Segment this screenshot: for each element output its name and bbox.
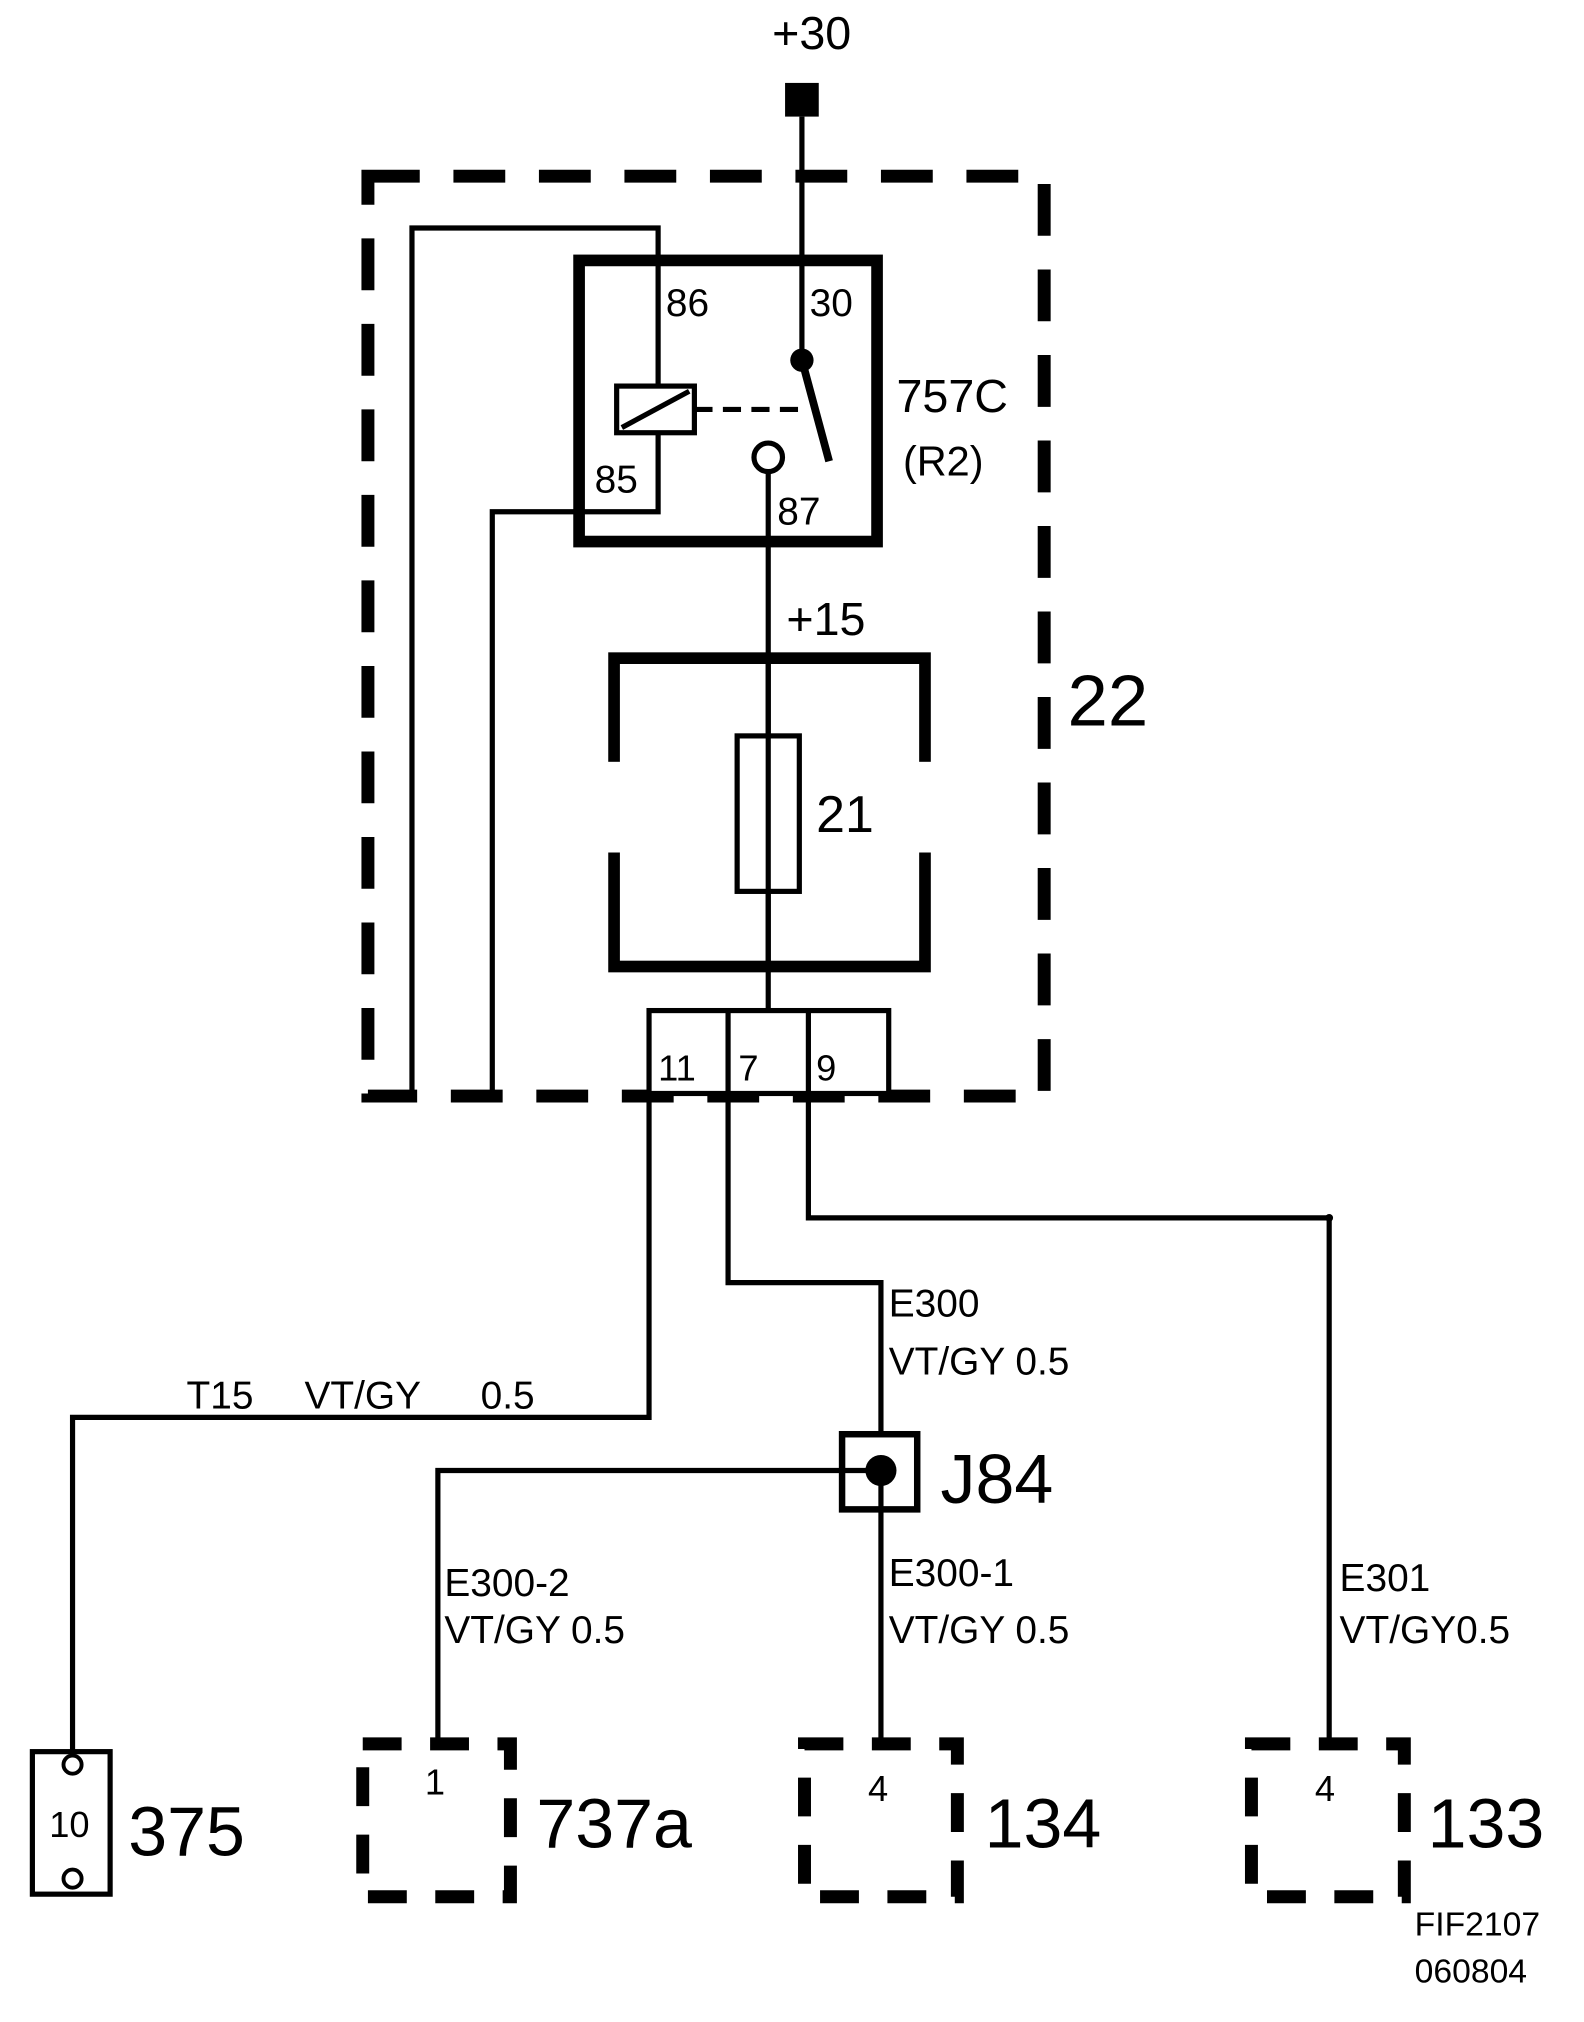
relay-sub: (R2) — [903, 437, 984, 484]
component-375-pin: 10 — [49, 1804, 89, 1845]
relay-pin-87: 87 — [777, 491, 820, 534]
wire-e301 — [805, 1093, 1332, 1744]
relay-coil-slash — [620, 388, 691, 430]
connector-pin-7: 7 — [738, 1048, 758, 1089]
figure-ref-line2: 060804 — [1415, 1953, 1527, 1990]
component-133-outline — [1244, 1737, 1411, 1904]
component-133-pin: 4 — [1315, 1768, 1335, 1809]
fuse-supply-label: +15 — [786, 593, 865, 645]
connector-pin-11: 11 — [658, 1048, 696, 1089]
wire-e300-2-code: E300-2 — [444, 1562, 569, 1605]
supply-terminal — [785, 82, 819, 117]
wire-e301-spec: VT/GY0.5 — [1340, 1609, 1511, 1652]
component-375-hole-top — [61, 1753, 84, 1776]
supply-label: +30 — [772, 7, 851, 59]
relay-contact-87 — [751, 440, 786, 475]
wire-e300-code: E300 — [889, 1282, 980, 1325]
component-375-id: 375 — [128, 1792, 245, 1870]
connector-block — [646, 1007, 892, 1097]
connector-pin-9: 9 — [816, 1048, 836, 1089]
relay-id: 757C — [896, 370, 1007, 422]
relay-pin-30: 30 — [810, 282, 853, 325]
component-737a-outline — [356, 1737, 517, 1904]
fuse-holder-gap-right — [914, 761, 936, 853]
wire-e300-spec: VT/GY 0.5 — [889, 1341, 1070, 1384]
wire-e300-2 — [435, 1467, 881, 1744]
relay-pin-86: 86 — [666, 282, 709, 325]
wire-t15-code: T15 — [187, 1374, 254, 1417]
component-134-outline — [798, 1737, 964, 1904]
wire-t15 — [69, 1093, 652, 1763]
fuse-box-outline — [361, 169, 1051, 1103]
relay-pin-85: 85 — [595, 458, 638, 501]
component-134-pin: 4 — [868, 1768, 888, 1809]
component-134-id: 134 — [985, 1785, 1102, 1863]
component-133-id: 133 — [1428, 1785, 1545, 1863]
wire-e300-1-code: E300-1 — [889, 1552, 1014, 1595]
wire-t15-color: VT/GY — [304, 1374, 421, 1417]
component-737a-pin: 1 — [425, 1761, 445, 1802]
wire-t15-size: 0.5 — [481, 1374, 535, 1417]
component-737a-id: 737a — [536, 1785, 692, 1863]
fuse-id: 21 — [816, 785, 874, 843]
relay-box — [573, 254, 883, 548]
fuse-holder-gap-left — [603, 761, 625, 853]
figure-ref-line1: FIF2107 — [1415, 1907, 1540, 1944]
wire-e300-2-spec: VT/GY 0.5 — [444, 1609, 625, 1652]
fuse-box-id: 22 — [1067, 661, 1148, 742]
component-375-hole-bottom — [61, 1867, 84, 1890]
wire-e300 — [725, 1093, 884, 1471]
junction-id: J84 — [941, 1440, 1054, 1518]
wire-e301-corner — [1325, 1213, 1334, 1222]
wire-e301-code: E301 — [1340, 1557, 1431, 1600]
wire-85 — [489, 432, 661, 1097]
relay-switch-arm — [798, 359, 833, 463]
wire-86 — [409, 225, 661, 1097]
wire-e300-1-spec: VT/GY 0.5 — [889, 1609, 1070, 1652]
